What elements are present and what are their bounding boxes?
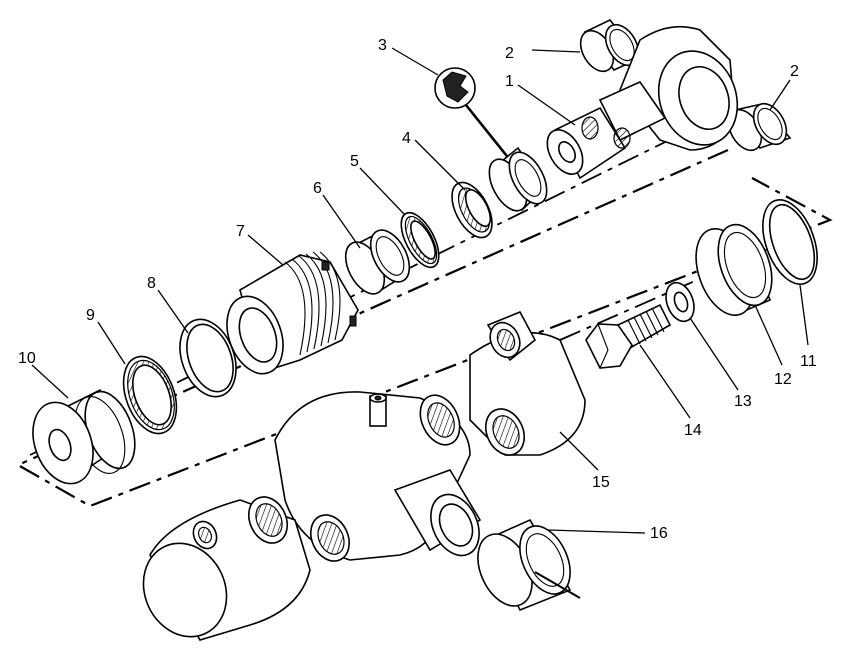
rod-seal-ring xyxy=(451,181,493,239)
callout-11: 11 xyxy=(800,353,817,370)
cylinder-tube-body xyxy=(274,391,482,562)
piston xyxy=(32,388,136,485)
washer xyxy=(665,281,695,323)
callout-4: 4 xyxy=(402,130,411,147)
clamp-half xyxy=(469,310,586,456)
callout-6: 6 xyxy=(313,180,322,197)
callout-14: 14 xyxy=(684,422,702,439)
rod-bushing xyxy=(344,229,411,295)
backup-ring-9 xyxy=(122,355,178,435)
o-ring-11 xyxy=(762,199,818,285)
callout-10: 10 xyxy=(18,350,36,367)
bushing-top-right xyxy=(727,102,792,152)
callout-7: 7 xyxy=(236,223,245,240)
callout-9: 9 xyxy=(86,307,95,324)
wiper-seal xyxy=(488,146,548,212)
head-threads xyxy=(284,251,341,356)
callout-2-right: 2 xyxy=(790,63,799,80)
cylinder-head xyxy=(226,251,359,375)
callout-8: 8 xyxy=(147,275,156,292)
backup-ring xyxy=(400,211,440,269)
callout-15: 15 xyxy=(592,474,610,491)
callout-1: 1 xyxy=(505,73,514,90)
assembly-boundary xyxy=(15,148,833,508)
seal-detail-icon xyxy=(434,67,512,161)
callout-2-left: 2 xyxy=(505,45,514,62)
callout-3: 3 xyxy=(378,37,387,54)
callout-13: 13 xyxy=(734,393,752,410)
o-ring-8 xyxy=(179,318,237,398)
rod-eye xyxy=(546,25,739,180)
bolt xyxy=(585,303,672,369)
clamp-half-lower xyxy=(142,496,311,641)
callout-16: 16 xyxy=(650,525,668,542)
bushing-top-left xyxy=(579,19,642,73)
sleeve xyxy=(695,223,773,317)
leader-lines xyxy=(31,47,809,534)
callout-12: 12 xyxy=(774,371,792,388)
pin-bushing xyxy=(477,518,581,612)
bolt-threads xyxy=(627,307,665,345)
callout-labels: 1 2 2 3 4 5 6 7 8 9 10 11 12 13 14 15 16 xyxy=(18,37,817,542)
callout-5: 5 xyxy=(350,153,359,170)
